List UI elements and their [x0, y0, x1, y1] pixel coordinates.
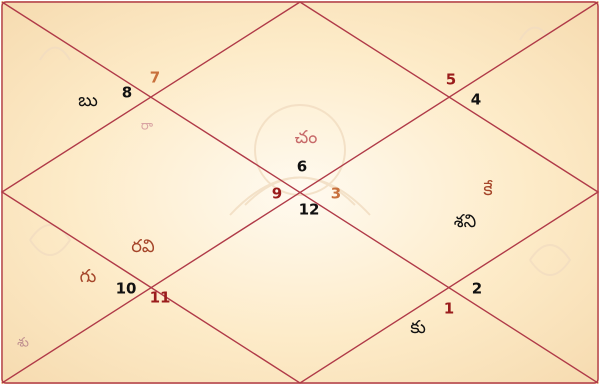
planet-shukra: శు	[17, 337, 29, 350]
planet-ravi: రవి	[131, 238, 154, 256]
house-number-7: 7	[150, 71, 160, 86]
house-number-11: 11	[150, 291, 171, 306]
planet-rahu: రా	[141, 120, 153, 133]
house-number-9: 9	[272, 187, 282, 202]
planet-kuja: కు	[410, 319, 426, 337]
house-number-1: 1	[444, 302, 454, 317]
house-number-10: 10	[116, 282, 137, 297]
planet-chandra: చం	[295, 129, 318, 147]
house-number-2: 2	[472, 282, 482, 297]
planet-ketu: కే	[483, 181, 492, 199]
house-number-12: 12	[299, 203, 320, 218]
planet-budha: బు	[78, 92, 98, 110]
house-number-3: 3	[331, 187, 341, 202]
planet-guru: గు	[80, 268, 97, 286]
planet-shani: శని	[454, 213, 477, 231]
house-number-4: 4	[471, 93, 481, 108]
house-number-5: 5	[446, 73, 456, 88]
house-number-6: 6	[297, 160, 307, 175]
house-number-8: 8	[122, 86, 132, 101]
